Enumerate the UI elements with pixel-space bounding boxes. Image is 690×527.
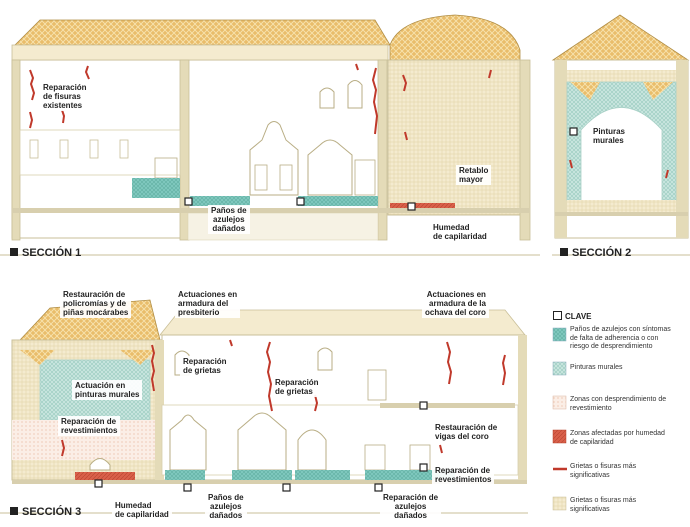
label-policromias: Restauración de policromías y de piñas m…: [60, 289, 132, 318]
legend-item: Zonas afectadas por humedad de capilarid…: [570, 430, 665, 446]
label-armadura-presbiterio: Actuaciones en armadura del presbiterio: [175, 289, 241, 318]
legend-item: Paños de azulejos con síntomas de falta …: [570, 326, 671, 350]
label-pinturas-s3: Actuación en pinturas murales: [72, 380, 143, 400]
label-retablo: Retablo mayor: [456, 165, 492, 185]
section-1-title: SECCIÓN 1: [10, 247, 81, 259]
label-armadura-coro: Actuaciones en armadura de la ochava del…: [422, 289, 489, 318]
section-square-icon: [10, 507, 18, 515]
section-2-drawing: [551, 14, 690, 239]
label-grietas-2: Reparación de grietas: [272, 377, 322, 397]
label-panos-3: Paños de azulejos dañados: [205, 492, 247, 521]
label-reparacion-azulejos: Reparación de azulejos dañados: [380, 492, 442, 521]
section-3-title: SECCIÓN 3: [10, 506, 81, 518]
legend-swatches: [552, 327, 567, 511]
label-pinturas-s2: Pinturas murales: [590, 126, 629, 146]
legend-item: Pinturas murales: [570, 364, 623, 371]
legend-item: Grietas o fisuras más significativas: [570, 463, 637, 479]
legend-title: CLAVE: [553, 311, 592, 321]
section-2-title: SECCIÓN 2: [560, 247, 631, 259]
legend-swatch-damp: [552, 429, 567, 444]
section-2-title-text: SECCIÓN 2: [572, 247, 632, 259]
section-square-icon: [10, 248, 18, 256]
legend-item: Zonas con desprendimiento de revestimien…: [570, 396, 667, 412]
section-1-drawing: [11, 14, 531, 241]
legend-box-icon: [553, 311, 562, 320]
legend-swatch-murals: [552, 361, 567, 376]
label-humedad-1: Humedad de capilaridad: [430, 222, 490, 242]
section-square-icon: [560, 248, 568, 256]
section-1-title-text: SECCIÓN 1: [22, 247, 82, 259]
label-panos-1: Paños de azulejos dañados: [208, 205, 250, 234]
label-fisuras: Reparación de fisuras existentes: [40, 82, 90, 111]
label-grietas-1: Reparación de grietas: [180, 356, 230, 376]
legend-swatch-cream: [552, 496, 567, 511]
legend-title-text: CLAVE: [565, 312, 592, 321]
label-revestimientos-2: Reparación de revestimientos: [432, 465, 495, 485]
label-humedad-3: Humedad de capilaridad: [112, 500, 172, 520]
label-vigas: Restauración de vigas del coro: [432, 422, 501, 442]
label-revestimientos-1: Reparación de revestimientos: [58, 416, 121, 436]
legend-swatch-tiles: [552, 327, 567, 342]
legend-swatch-render-loss: [552, 395, 567, 410]
section-3-title-text: SECCIÓN 3: [22, 506, 82, 518]
legend-item: Grietas o fisuras más significativas: [570, 497, 637, 513]
